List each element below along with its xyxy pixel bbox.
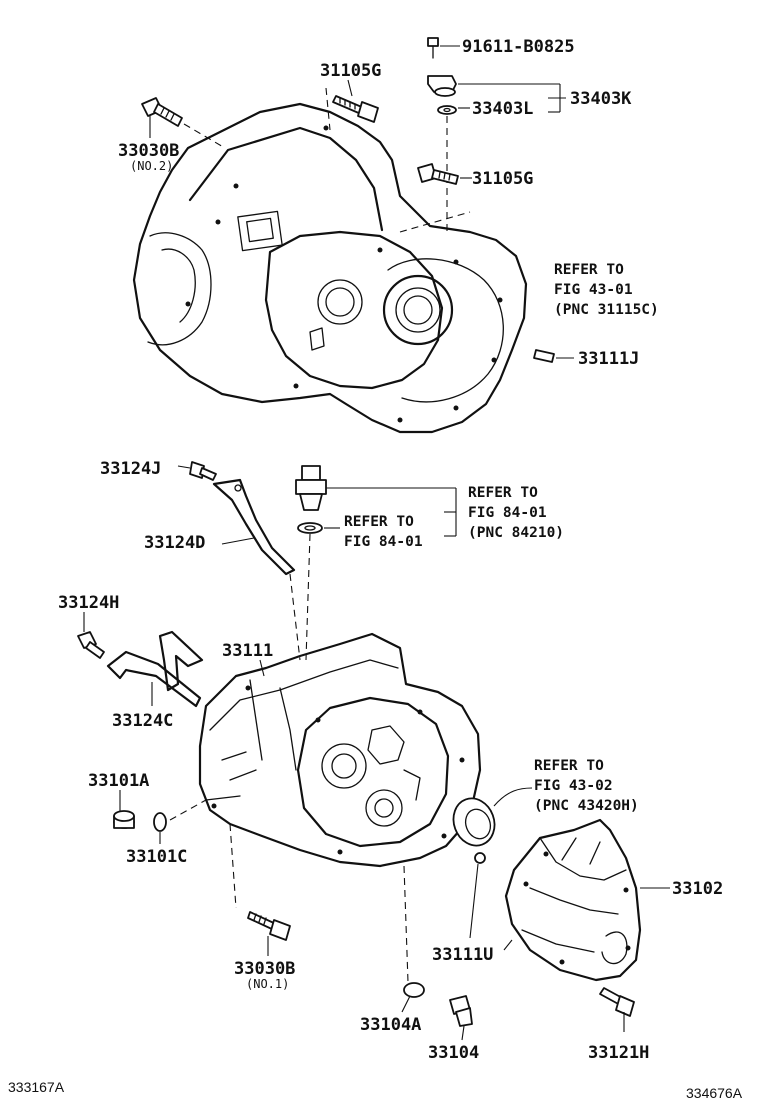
- label-33124h: 33124H: [58, 593, 119, 613]
- bolt-33030b-top: [141, 97, 183, 138]
- label-33403k: 33403K: [570, 89, 632, 109]
- oil-seal: [452, 787, 533, 847]
- pin-33111j: [533, 349, 574, 363]
- ref-fig-43-01-line-3: (PNC 31115C): [554, 302, 659, 318]
- washer-33403l: [437, 105, 470, 115]
- ref-fig-43-02-line-2: FIG 43-02: [534, 778, 613, 794]
- label-33030b-bottom-note: (NO.1): [246, 977, 289, 991]
- label-33121h: 33121H: [588, 1043, 649, 1063]
- label-33102: 33102: [672, 879, 723, 899]
- ref-fig-84-01-pnc: REFER TO FIG 84-01 (PNC 84210): [468, 485, 564, 541]
- clutch-housing: [132, 102, 528, 434]
- ref-fig-43-02: REFER TO FIG 43-02 (PNC 43420H): [534, 758, 639, 814]
- part-labels: 91611-B0825 33403K 33403L 31105G 31105G …: [58, 37, 723, 1063]
- bolt-33030b-bottom: [247, 911, 291, 956]
- bolt-33121h: [599, 987, 635, 1032]
- ref-fig-43-01: REFER TO FIG 43-01 (PNC 31115C): [554, 262, 659, 318]
- sensor-o-ring: [297, 522, 340, 534]
- bolt-33124j: [177, 461, 217, 481]
- label-31105g-top: 31105G: [320, 61, 381, 81]
- bolt-33124h: [77, 612, 105, 659]
- label-33403l: 33403L: [472, 99, 533, 119]
- bolt-31105g-mid: [417, 163, 472, 185]
- label-33111u: 33111U: [432, 945, 493, 965]
- ref-fig-84-01-pnc-line-2: FIG 84-01: [468, 505, 547, 521]
- ref-fig-84-01-pnc-line-3: (PNC 84210): [468, 525, 564, 541]
- label-31105g-mid: 31105G: [472, 169, 533, 189]
- figure-id-right: 334676A: [686, 1085, 743, 1101]
- cover-33102: [503, 818, 670, 982]
- ref-fig-84-01-line-1: REFER TO: [344, 514, 414, 530]
- bracket-33124d: [212, 478, 296, 576]
- gasket-33101c: [153, 812, 167, 844]
- ref-fig-43-02-line-1: REFER TO: [534, 758, 604, 774]
- o-ring-33104a: [401, 982, 425, 1013]
- label-33111j: 33111J: [578, 349, 639, 369]
- pin-33111u: [469, 852, 486, 939]
- ref-fig-43-02-line-3: (PNC 43420H): [534, 798, 639, 814]
- label-91611-b0825: 91611-B0825: [462, 37, 575, 57]
- label-33101c: 33101C: [126, 847, 187, 867]
- ref-fig-43-01-line-2: FIG 43-01: [554, 282, 633, 298]
- speed-sensor: [295, 465, 457, 537]
- ref-fig-84-01-line-2: FIG 84-01: [344, 534, 423, 550]
- label-33104: 33104: [428, 1043, 479, 1063]
- plug-33104: [449, 995, 473, 1041]
- reference-notes: REFER TO FIG 43-01 (PNC 31115C) REFER TO…: [344, 262, 659, 814]
- ref-fig-84-01: REFER TO FIG 84-01: [344, 514, 423, 550]
- transaxle-case: [198, 632, 482, 868]
- label-33030b-top: 33030B: [118, 141, 179, 161]
- plug-33101a: [113, 790, 135, 829]
- rod-end-33403k: [427, 75, 566, 113]
- label-33111: 33111: [222, 641, 273, 661]
- screw-91611-b0825: [427, 37, 460, 59]
- label-33124c: 33124C: [112, 711, 173, 731]
- ref-fig-84-01-pnc-line-1: REFER TO: [468, 485, 538, 501]
- ref-fig-43-01-line-1: REFER TO: [554, 262, 624, 278]
- label-33104a: 33104A: [360, 1015, 421, 1035]
- label-33124j: 33124J: [100, 459, 161, 479]
- bracket-33124c: [106, 630, 204, 708]
- label-33124d: 33124D: [144, 533, 205, 553]
- label-33101a: 33101A: [88, 771, 149, 791]
- bolt-31105g-top: [332, 95, 379, 123]
- label-33030b-top-note: (NO.2): [130, 159, 173, 173]
- figure-id-left: 333167A: [8, 1079, 65, 1095]
- label-33030b-bottom: 33030B: [234, 959, 295, 979]
